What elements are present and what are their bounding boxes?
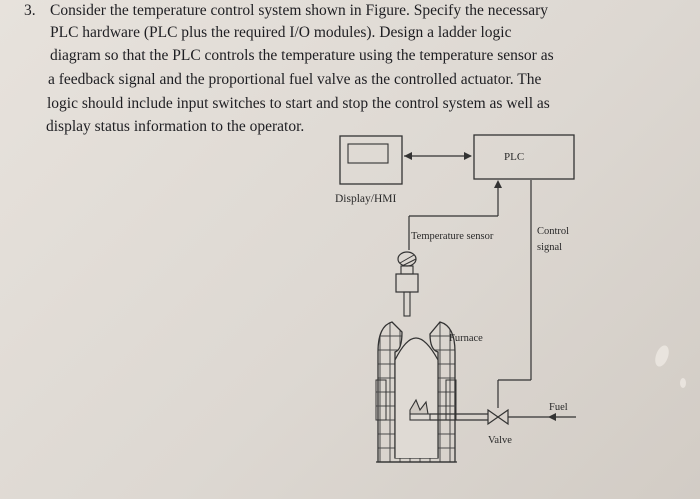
furnace (375, 321, 457, 463)
display-hmi-box (339, 135, 403, 185)
paper-smudge (680, 378, 686, 388)
display-hmi-label: Display/HMI (335, 193, 397, 205)
question-line-4: a feedback signal and the proportional f… (48, 71, 542, 88)
control-signal-label-2: signal (537, 242, 562, 253)
question-line-6: display status information to the operat… (46, 118, 305, 135)
temperature-sensor (395, 251, 419, 317)
question-number: 3. (24, 2, 36, 19)
question-line-1: Consider the temperature control system … (50, 2, 549, 19)
question-line-3: diagram so that the PLC controls the tem… (50, 47, 554, 64)
display-plc-link-arrow (404, 152, 472, 160)
burner (409, 398, 431, 421)
question-line-2: PLC hardware (PLC plus the required I/O … (50, 24, 512, 41)
control-signal-line (497, 180, 532, 408)
furnace-label: Furnace (449, 333, 483, 344)
control-signal-label-1: Control (537, 226, 569, 237)
plc-label: PLC (504, 151, 524, 163)
feedback-signal-line (408, 180, 502, 250)
plc-box (473, 134, 575, 180)
temperature-sensor-label: Temperature sensor (411, 231, 494, 242)
fuel-label: Fuel (549, 402, 568, 413)
valve-label: Valve (488, 435, 512, 446)
question-line-5: logic should include input switches to s… (47, 95, 550, 112)
fuel-valve (487, 408, 509, 426)
fuel-pipe (430, 413, 576, 421)
